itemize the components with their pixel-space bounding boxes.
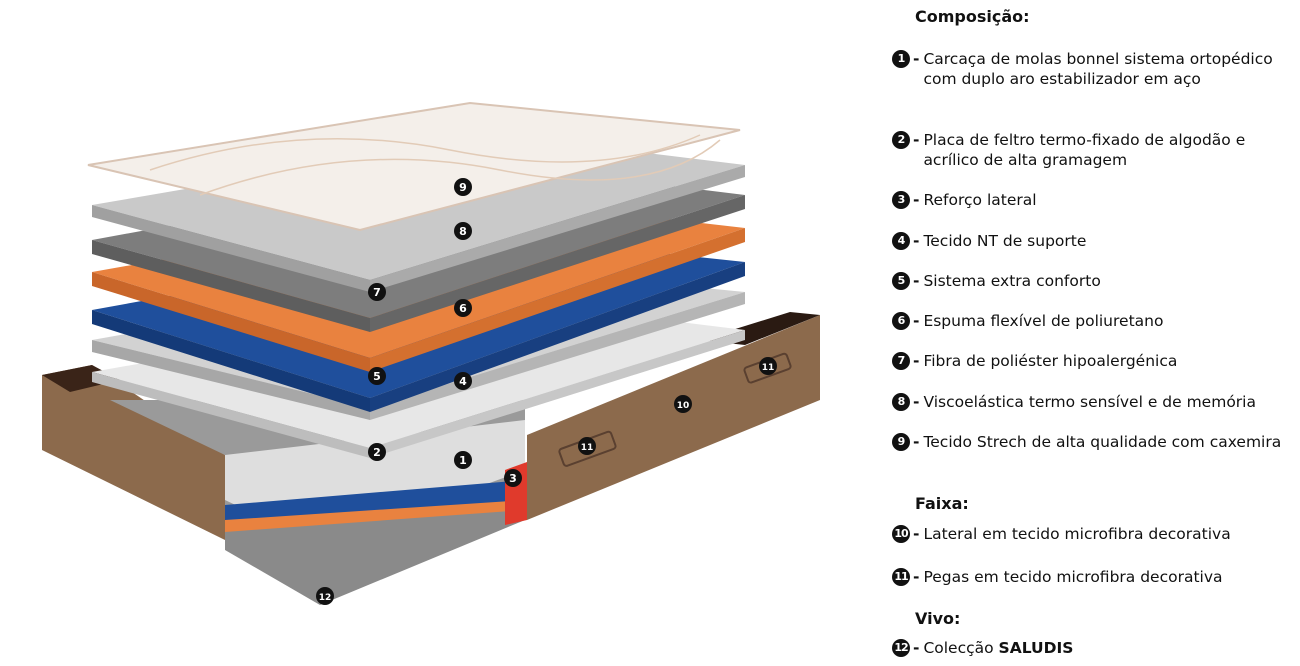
base-layer-grey [225, 510, 525, 605]
svg-text:3: 3 [509, 472, 517, 485]
number-badge-icon: 6 [892, 312, 910, 330]
number-badge-icon: 12 [892, 639, 910, 657]
number-badge-icon: 8 [892, 393, 910, 411]
legend-item-3: 3-Reforço lateral [892, 190, 1292, 210]
legend-item-7: 7-Fibra de poliéster hipoalergénica [892, 351, 1292, 371]
marker-4: 4 [454, 372, 472, 390]
marker-9: 9 [454, 178, 472, 196]
svg-text:2: 2 [373, 446, 381, 459]
marker-1: 1 [454, 451, 472, 469]
svg-text:5: 5 [373, 370, 381, 383]
marker-3: 3 [504, 469, 522, 487]
legend-item-2: 2-Placa de feltro termo-fixado de algodã… [892, 130, 1292, 170]
marker-2: 2 [368, 443, 386, 461]
legend-item-12: 12-Colecção SALUDIS [892, 638, 1292, 658]
legend-item-6: 6-Espuma flexível de poliuretano [892, 311, 1292, 331]
number-badge-icon: 3 [892, 191, 910, 209]
number-badge-icon: 10 [892, 525, 910, 543]
number-badge-icon: 11 [892, 568, 910, 586]
marker-12: 12 [316, 587, 334, 605]
number-badge-icon: 7 [892, 352, 910, 370]
band-heading: Faixa: [915, 494, 969, 513]
svg-text:7: 7 [373, 286, 381, 299]
marker-7: 7 [368, 283, 386, 301]
svg-text:9: 9 [459, 181, 467, 194]
svg-text:8: 8 [459, 225, 467, 238]
legend-item-8: 8-Viscoelástica termo sensível e de memó… [892, 392, 1292, 412]
brand-name: SALUDIS [998, 639, 1074, 657]
number-badge-icon: 9 [892, 433, 910, 451]
side-band-left [42, 365, 225, 540]
marker-11: 11 [578, 437, 596, 455]
number-badge-icon: 1 [892, 50, 910, 68]
marker-6: 6 [454, 299, 472, 317]
svg-text:6: 6 [459, 302, 467, 315]
legend-item-5: 5-Sistema extra conforto [892, 271, 1292, 291]
legend-item-9: 9-Tecido Strech de alta qualidade com ca… [892, 432, 1292, 452]
legend-item-11: 11-Pegas em tecido microfibra decorativa [892, 567, 1292, 587]
svg-text:12: 12 [319, 593, 332, 603]
number-badge-icon: 5 [892, 272, 910, 290]
svg-text:11: 11 [581, 443, 594, 453]
layer-9-top-fabric [87, 101, 741, 232]
number-badge-icon: 2 [892, 131, 910, 149]
legend-item-4: 4-Tecido NT de suporte [892, 231, 1292, 251]
legend-item-10: 10-Lateral em tecido microfibra decorati… [892, 524, 1292, 544]
mattress-layers-illustration: 9 8 7 6 5 4 2 1 3 10 11 11 12 [42, 101, 820, 605]
marker-11: 11 [759, 357, 777, 375]
svg-text:11: 11 [762, 363, 775, 373]
svg-text:1: 1 [459, 454, 467, 467]
number-badge-icon: 4 [892, 232, 910, 250]
marker-10: 10 [674, 395, 692, 413]
legend-item-1: 1-Carcaça de molas bonnel sistema ortopé… [892, 49, 1292, 89]
marker-8: 8 [454, 222, 472, 240]
svg-text:10: 10 [677, 401, 690, 411]
composition-heading: Composição: [915, 7, 1030, 26]
marker-5: 5 [368, 367, 386, 385]
piping-heading: Vivo: [915, 609, 961, 628]
svg-text:4: 4 [459, 375, 467, 388]
